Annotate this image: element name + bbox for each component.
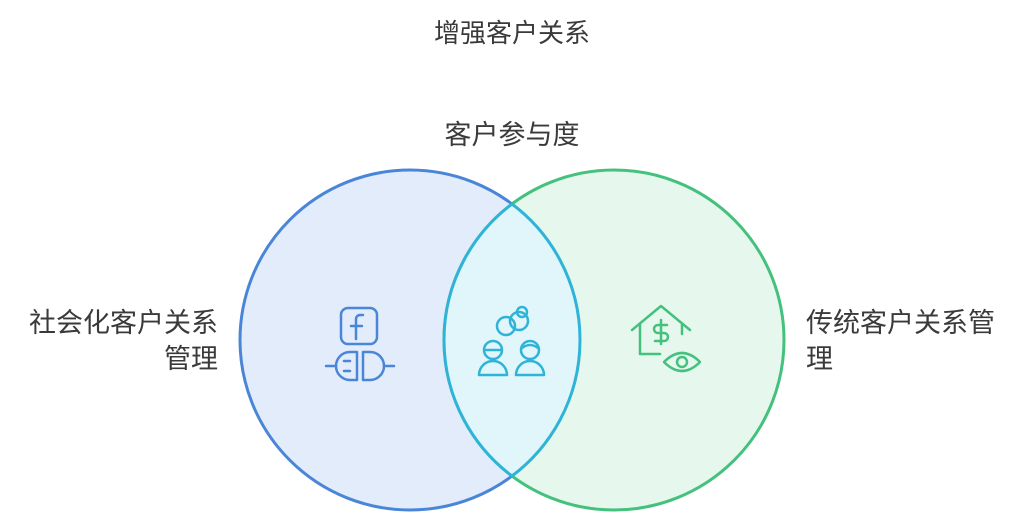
overlap-label: 客户参与度 (444, 120, 580, 151)
overlap-border-left (442, 202, 513, 478)
link-icon (495, 305, 530, 337)
right-label-line2: 理 (806, 344, 833, 375)
right-circle-label: 传统客户关系管 理 (806, 306, 995, 378)
house-dollar-icon (630, 304, 692, 356)
left-circle-label: 社会化客户关系 管理 (29, 306, 218, 378)
people-icon (477, 339, 546, 377)
facebook-icon (339, 306, 379, 346)
right-label-line1: 传统客户关系管 (806, 308, 995, 339)
overlap-region (444, 170, 580, 510)
overlap-border-right (511, 202, 582, 478)
plug-icon (324, 350, 396, 382)
diagram-title: 增强客户关系 (433, 19, 590, 49)
eye-icon (662, 351, 702, 373)
left-label-line1: 社会化客户关系 (29, 308, 218, 339)
left-label-line2: 管理 (164, 344, 218, 375)
